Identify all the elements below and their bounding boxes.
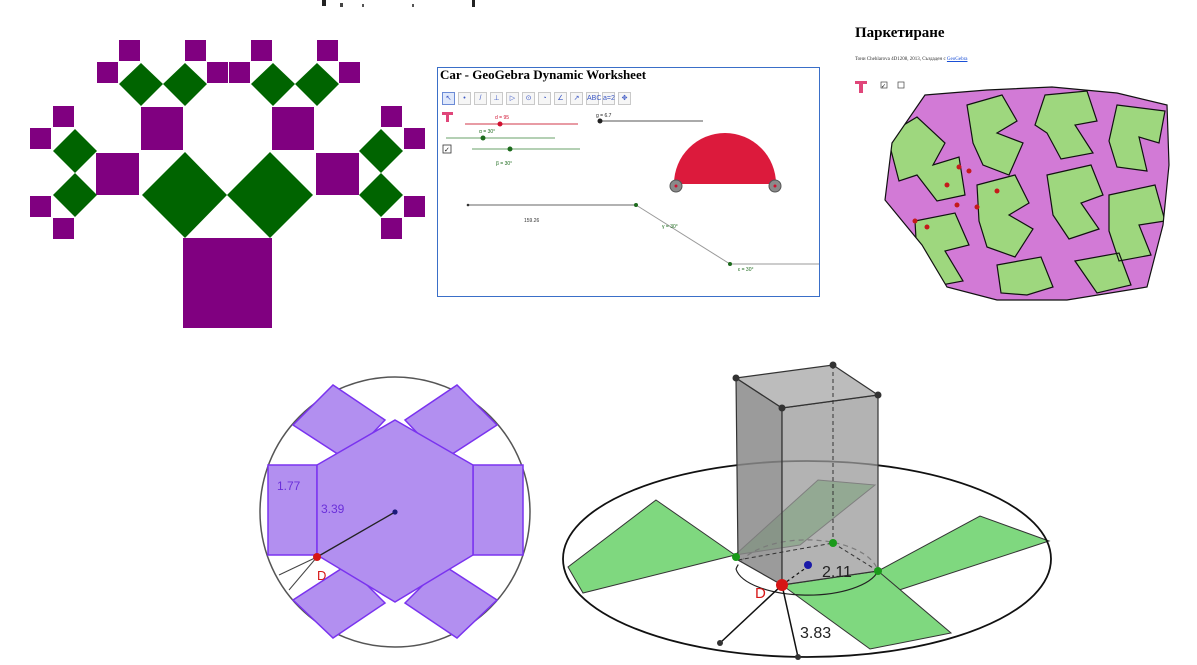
circumscribed-circle	[259, 376, 531, 648]
angle-gamma-label: γ = 30°	[662, 224, 678, 230]
parquet-checkbox-empty	[897, 81, 905, 89]
tiling-pattern	[885, 87, 1169, 300]
worksheet-title: Car - GeoGebra Dynamic Worksheet	[440, 67, 647, 82]
perpendicular-tool-button[interactable]: ⊥	[490, 92, 503, 105]
point-tool-button[interactable]: •	[458, 92, 471, 105]
slider-g-handle	[597, 118, 603, 124]
reflect-tool-button[interactable]: ↗	[570, 92, 583, 105]
angle-tool-button[interactable]: ∠	[554, 92, 567, 105]
top-edge-marks	[322, 0, 475, 7]
rect-bottom-left	[291, 564, 387, 639]
text-tool-button[interactable]: ABC	[586, 92, 601, 105]
point-d	[313, 553, 321, 561]
slider-beta-label: β = 30°	[496, 161, 512, 167]
slider-d-handle	[497, 121, 503, 127]
parquet-title: Паркетиране	[855, 25, 945, 41]
slider-alpha-label: α = 30°	[479, 129, 495, 135]
slider-d-label: d = 95	[495, 115, 509, 121]
geogebra-link[interactable]: GeoGebra	[946, 57, 968, 62]
slider-beta-handle	[507, 146, 513, 152]
rect-right	[472, 464, 524, 556]
prism-3d-figure: D 2.11 3.83	[560, 345, 1060, 660]
car-worksheet-window: Car - GeoGebra Dynamic Worksheet ↖ • / ⊥…	[437, 67, 820, 297]
tree-trunk-square	[183, 238, 272, 328]
tree-diamond-right	[227, 152, 313, 238]
geogebra-toolbar: ↖ • / ⊥ ▷ ⊙ ◔ ∠ ↗ ABC a=2 ✥	[442, 92, 642, 107]
svg-text:✓: ✓	[444, 147, 450, 154]
pythagoras-tree-figure	[15, 30, 425, 330]
line-tool-button[interactable]: /	[474, 92, 487, 105]
circle-tool-button[interactable]: ⊙	[522, 92, 535, 105]
polygon-tool-button[interactable]: ▷	[506, 92, 519, 105]
car-body	[674, 133, 776, 184]
point-d-3d-label: D	[755, 585, 766, 602]
prism-right-face	[781, 394, 879, 586]
height-length-label: 2.11	[822, 564, 852, 581]
slider-g-label: g = 6.7	[596, 113, 612, 119]
base-length-label: 3.83	[800, 625, 831, 642]
prism-front-face	[735, 376, 783, 587]
parquet-tiling-page: Паркетиране Тони Chehlarova 4D1208, 2013…	[847, 25, 1187, 325]
center-point-3d	[804, 561, 812, 569]
toolbar-t-icon	[442, 112, 453, 122]
side-length-label: 1.77	[277, 479, 301, 493]
move-tool-button[interactable]: ↖	[442, 92, 455, 105]
visibility-checkbox	[442, 144, 452, 154]
point-d-3d	[776, 579, 788, 591]
parquet-credit: Тони Chehlarova 4D1208, 2013, Създаден с…	[855, 57, 968, 62]
slider-alpha-handle	[480, 135, 486, 141]
strip-right	[877, 515, 1051, 594]
road-length-label: 159.26	[524, 218, 540, 224]
t-tool-icon	[855, 81, 867, 93]
radius-length-label: 3.39	[321, 502, 345, 516]
arc-tool-button[interactable]: ◔	[538, 92, 551, 105]
strip-left	[567, 499, 737, 594]
octagon-circle-figure: D 1.77 3.39	[255, 370, 535, 655]
svg-text:✓: ✓	[881, 84, 886, 90]
move-view-tool-button[interactable]: ✥	[618, 92, 631, 105]
tree-diamond-left	[142, 152, 227, 238]
slider-tool-button[interactable]: a=2	[602, 92, 615, 105]
center-point	[392, 509, 398, 515]
angle-epsilon-label: ε = 30°	[738, 267, 754, 273]
parquet-checkbox-checked	[880, 81, 888, 89]
point-d-label: D	[317, 568, 326, 583]
